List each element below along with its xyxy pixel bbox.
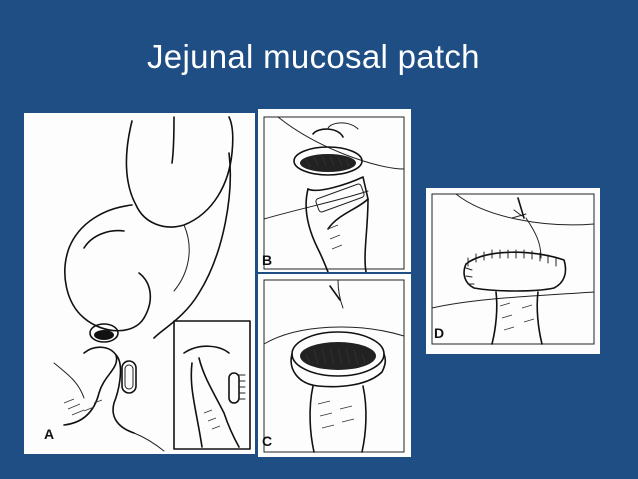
patch-opening-illustration: B <box>262 116 405 272</box>
panel-a-label: A <box>44 426 54 442</box>
panel-b-label: B <box>262 252 272 268</box>
slide-title: Jejunal mucosal patch <box>147 38 480 75</box>
completed-patch-illustration: D <box>431 193 595 345</box>
figure-panel-b: B <box>258 109 411 272</box>
figure-panel-c: C <box>258 274 411 457</box>
panel-d-label: D <box>434 325 444 341</box>
patch-suturing-illustration: C <box>262 279 405 453</box>
figure-panel-a: A <box>24 113 255 454</box>
stomach-jejunum-illustration: A <box>44 116 251 452</box>
figure-panel-d: D <box>426 188 600 354</box>
panel-c-label: C <box>262 433 272 449</box>
